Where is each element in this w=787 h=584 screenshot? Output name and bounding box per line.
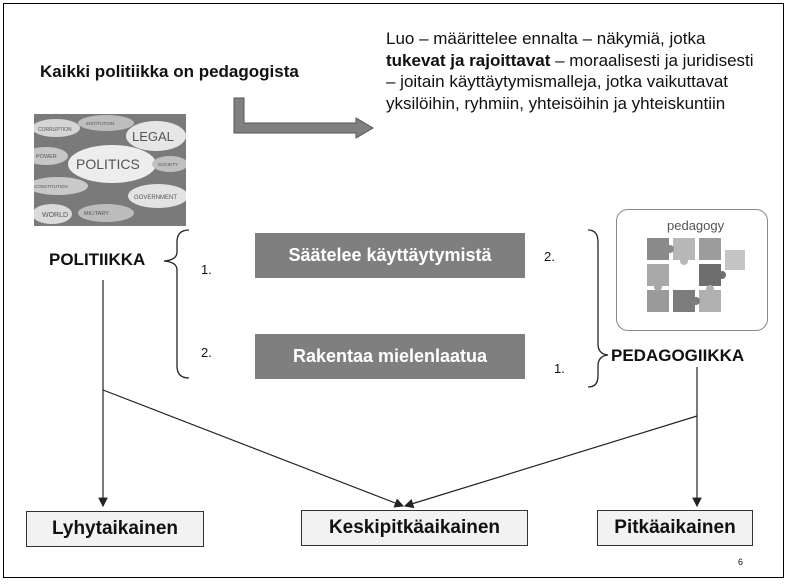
page-number: 6 [738,557,744,567]
politiikka-label: POLITIIKKA [49,250,146,269]
right-bracket [587,229,609,388]
left-number-1: 1. [201,262,212,277]
builds-mindset-box: Rakentaa mielenlaatua [255,334,525,379]
right-number-1: 1. [554,361,565,376]
politics-word-9: GOVERNMENT [134,195,177,201]
politiikka-to-middle-line [102,389,405,508]
description-bold: tukevat ja rajoittavat [386,50,551,70]
pedagogy-puzzle: pedagogy [647,218,745,312]
politics-word-3: POWER [36,154,57,160]
politics-word-8: MILITARY [84,211,109,217]
politics-word-6: CONSTITUTION [34,184,68,189]
politics-word-2: LEGAL [132,129,174,144]
politics-word-1: INSTITUTION [86,121,114,126]
pedagogiikka-label: PEDAGOGIIKKA [611,346,745,365]
politics-bubbles: CORRUPTION INSTITUTION LEGAL POWER POLIT… [24,115,188,224]
politics-word-7: WORLD [42,212,68,219]
right-number-2: 2. [544,249,555,264]
connector-lines [98,97,702,509]
description-text: Luo – määrittelee ennalta – näkymiä, jot… [386,28,766,114]
outcome-long-term: Pitkäaikainen [597,510,753,546]
slide: Kaikki politiikka on pedagogista Luo – m… [3,3,784,578]
pedagogiikka-to-middle-line [403,415,698,509]
left-number-2: 2. [201,345,212,360]
politics-word-4: POLITICS [76,156,140,172]
politics-word-0: CORRUPTION [38,127,72,133]
slide-title: Kaikki politiikka on pedagogista [40,62,299,81]
outcome-short-term: Lyhytaikainen [26,511,204,547]
politics-image: CORRUPTION INSTITUTION LEGAL POWER POLIT… [24,114,188,226]
regulates-behaviour-box: Säätelee käyttäytymistä [255,233,525,278]
politics-word-5: SOCIETY [158,162,178,167]
bent-arrow [233,97,374,139]
outcome-medium-term: Keskipitkäaikainen [301,510,528,546]
pedagogy-image: pedagogy [616,209,768,331]
description-part1: Luo – määrittelee ennalta – näkymiä, jot… [386,29,706,48]
left-bracket [163,229,190,379]
description-part2: – moraalisesti ja juridisesti – joitain … [386,50,754,113]
pedagogy-image-label: pedagogy [667,218,725,233]
